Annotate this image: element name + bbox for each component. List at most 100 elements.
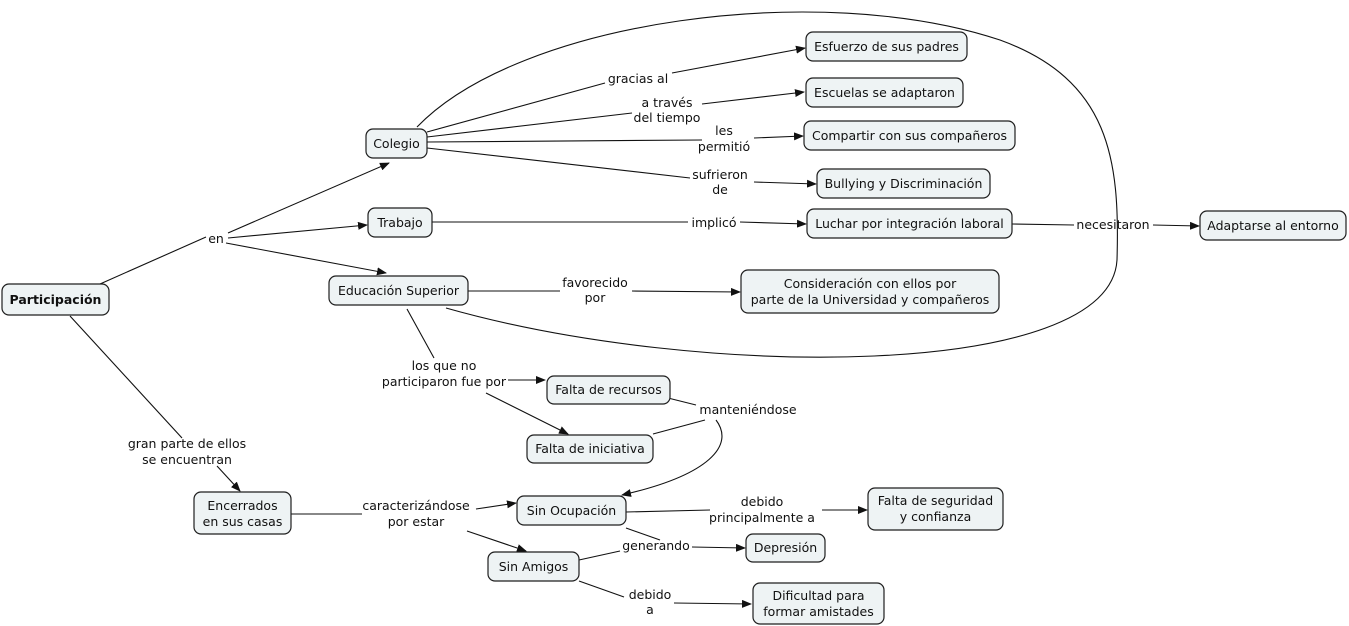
edge-necesitaron-adaptarse bbox=[1152, 221, 1200, 230]
node-compartir[interactable]: Compartir con sus compañeros bbox=[803, 120, 1016, 151]
node-adaptarse[interactable]: Adaptarse al entorno bbox=[1199, 210, 1347, 241]
node-label: Escuelas se adaptaron bbox=[814, 85, 955, 100]
node-label: Depresión bbox=[754, 540, 817, 555]
link-label-caracterizandose-1: caracterizándose bbox=[362, 498, 470, 513]
node-label: Participación bbox=[10, 292, 102, 307]
node-sin-amigos[interactable]: Sin Amigos bbox=[487, 551, 580, 582]
link-label-les-2: permitió bbox=[698, 139, 750, 154]
node-label: Trabajo bbox=[376, 215, 422, 230]
node-encerrados[interactable]: Encerrados en sus casas bbox=[193, 491, 292, 535]
link-label-losqueno-1: los que no bbox=[412, 358, 477, 373]
edge-en-educacion bbox=[225, 242, 387, 276]
edge-implico-luchar bbox=[739, 219, 807, 228]
link-label-granparte-1: gran parte de ellos bbox=[128, 436, 246, 451]
link-label-debido-a-1: debido bbox=[629, 587, 672, 602]
edge-colegio-permitio bbox=[426, 139, 703, 143]
edges bbox=[69, 11, 1200, 608]
node-sin-ocupacion[interactable]: Sin Ocupación bbox=[516, 495, 627, 526]
link-labels: en gracias al a través del tiempo les pe… bbox=[128, 71, 1150, 617]
edge-participacion-granparte bbox=[69, 315, 183, 439]
node-label-line2: en sus casas bbox=[203, 514, 283, 529]
node-label-line1: Consideración con ellos por bbox=[784, 276, 957, 291]
node-falta-seguridad[interactable]: Falta de seguridad y confianza bbox=[867, 487, 1004, 531]
edge-sinocupacion-debido bbox=[625, 509, 711, 513]
node-bullying[interactable]: Bullying y Discriminación bbox=[816, 168, 991, 199]
node-label: Adaptarse al entorno bbox=[1207, 218, 1339, 233]
edge-colegio-gracias bbox=[426, 82, 606, 133]
node-label-line1: Dificultad para bbox=[772, 588, 864, 603]
node-label: Falta de iniciativa bbox=[535, 441, 645, 456]
edge-caracterizandose-sinamigos bbox=[466, 530, 527, 552]
node-educacion-superior[interactable]: Educación Superior bbox=[328, 275, 469, 306]
edge-participacion-en bbox=[99, 236, 207, 285]
node-label: Bullying y Discriminación bbox=[825, 176, 983, 191]
link-label-favorecido-1: favorecido bbox=[562, 275, 628, 290]
node-consideracion[interactable]: Consideración con ellos por parte de la … bbox=[740, 269, 1000, 314]
link-label-manteniendose: manteniéndose bbox=[699, 402, 796, 417]
edge-iniciativa-manteniendose bbox=[652, 419, 706, 435]
link-label-en: en bbox=[208, 231, 224, 246]
edge-sufrieron-bullying bbox=[753, 179, 817, 188]
edge-granparte-encerrados bbox=[216, 465, 241, 492]
edge-en-colegio bbox=[227, 162, 390, 234]
node-label: Luchar por integración laboral bbox=[815, 216, 1004, 231]
node-luchar[interactable]: Luchar por integración laboral bbox=[806, 208, 1013, 239]
node-label-line2: y confianza bbox=[900, 509, 972, 524]
edge-atraves-escuelas bbox=[701, 89, 805, 105]
edge-debidoa-dificultad bbox=[673, 599, 752, 608]
edge-generando-depresion bbox=[691, 543, 746, 552]
node-label: Esfuerzo de sus padres bbox=[814, 39, 959, 54]
link-label-caracterizandose-2: por estar bbox=[388, 514, 445, 529]
link-label-gracias-al: gracias al bbox=[608, 71, 668, 86]
node-label: Falta de recursos bbox=[555, 382, 661, 397]
node-label: Educación Superior bbox=[338, 283, 460, 298]
node-escuelas[interactable]: Escuelas se adaptaron bbox=[805, 77, 964, 108]
node-label: Sin Amigos bbox=[499, 559, 569, 574]
link-label-losqueno-2: participaron fue por bbox=[382, 374, 507, 389]
link-label-debido-principal-1: debido bbox=[741, 494, 784, 509]
edge-sinamigos-debidoa bbox=[578, 580, 625, 598]
link-label-necesitaron: necesitaron bbox=[1076, 217, 1149, 232]
edge-manteniendose-sinocupacion bbox=[621, 419, 723, 497]
node-label: Compartir con sus compañeros bbox=[812, 128, 1007, 143]
edge-recursos-manteniendose bbox=[667, 397, 697, 406]
link-label-implico: implicó bbox=[691, 215, 736, 230]
node-label-line1: Encerrados bbox=[207, 498, 277, 513]
edge-permitio-compartir bbox=[753, 132, 804, 141]
edge-luchar-necesitaron bbox=[1011, 223, 1075, 226]
node-falta-iniciativa[interactable]: Falta de iniciativa bbox=[526, 434, 654, 464]
node-falta-recursos[interactable]: Falta de recursos bbox=[546, 375, 671, 405]
node-label-line1: Falta de seguridad bbox=[878, 493, 994, 508]
node-colegio[interactable]: Colegio bbox=[365, 128, 428, 159]
edge-colegio-atraves bbox=[426, 112, 633, 138]
link-label-debido-a-2: a bbox=[646, 602, 654, 617]
link-label-favorecido-2: por bbox=[585, 290, 607, 305]
edge-educacion-losqueno bbox=[406, 308, 435, 359]
link-label-les-1: les bbox=[715, 123, 733, 138]
node-label-line2: formar amistades bbox=[763, 604, 873, 619]
link-label-a-traves-2: del tiempo bbox=[634, 110, 701, 125]
node-depresion[interactable]: Depresión bbox=[745, 533, 826, 563]
edge-caracterizandose-sinocupacion bbox=[475, 500, 517, 510]
edge-losqueno-iniciativa bbox=[485, 392, 569, 435]
link-label-debido-principal-2: principalmente a bbox=[709, 510, 815, 525]
node-esfuerzo[interactable]: Esfuerzo de sus padres bbox=[805, 31, 968, 62]
edge-sinocupacion-generando bbox=[625, 527, 661, 541]
node-label-line2: parte de la Universidad y compañeros bbox=[751, 292, 990, 307]
link-label-generando: generando bbox=[622, 538, 690, 553]
edge-sinamigos-generando bbox=[578, 550, 621, 561]
node-dificultad[interactable]: Dificultad para formar amistades bbox=[752, 582, 885, 625]
link-label-sufrieron-2: de bbox=[712, 182, 728, 197]
edge-loop-colegio-educacion bbox=[416, 11, 1118, 358]
node-label: Sin Ocupación bbox=[527, 503, 616, 518]
link-label-granparte-2: se encuentran bbox=[142, 452, 232, 467]
node-label: Colegio bbox=[373, 136, 420, 151]
node-participacion[interactable]: Participación bbox=[1, 283, 110, 316]
node-trabajo[interactable]: Trabajo bbox=[367, 207, 433, 238]
edge-gracias-esfuerzo bbox=[671, 45, 806, 74]
edge-favorecido-consideracion bbox=[631, 287, 741, 296]
edge-colegio-sufrieron bbox=[426, 147, 691, 179]
link-label-sufrieron-1: sufrieron bbox=[692, 167, 748, 182]
edge-en-trabajo bbox=[227, 221, 368, 239]
